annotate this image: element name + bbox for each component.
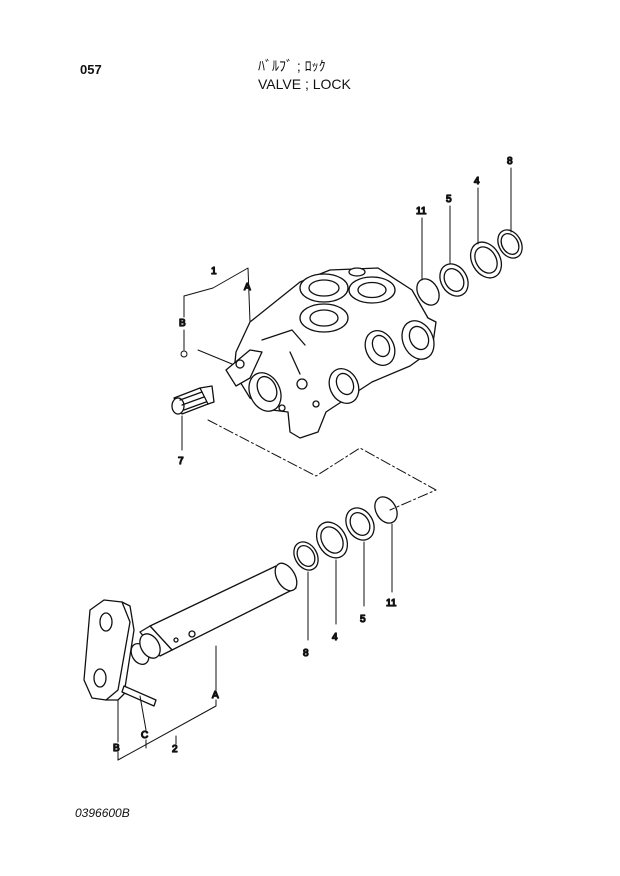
callout-b-top: B xyxy=(179,318,186,329)
lock-pin xyxy=(121,685,157,707)
title-japanese: ﾊﾞﾙﾌﾞ ; ﾛｯｸ xyxy=(258,58,326,74)
ring-5-top xyxy=(439,263,469,297)
valve-body xyxy=(225,267,437,439)
callout-8-top: 8 xyxy=(507,156,513,167)
spool-shaft xyxy=(130,562,298,665)
assembly-line xyxy=(207,419,437,511)
callout-4-top: 4 xyxy=(474,176,480,187)
callout-1-leader xyxy=(180,267,251,365)
callout-1: 1 xyxy=(211,266,217,277)
ring-4-top xyxy=(469,241,503,279)
callout-a-top: A xyxy=(244,282,251,293)
callout-8-bottom: 8 xyxy=(303,648,309,659)
callout-11-bottom: 11 xyxy=(386,598,397,609)
lock-plate xyxy=(83,599,135,701)
callout-5-top: 5 xyxy=(446,194,452,205)
callout-a-bottom: A xyxy=(212,690,219,701)
oring-top xyxy=(416,278,440,306)
callout-b-bottom: B xyxy=(113,743,120,754)
callout-7: 7 xyxy=(178,456,184,467)
callout-2: 2 xyxy=(172,744,178,755)
plug-fitting xyxy=(171,385,215,415)
callout-4-bottom: 4 xyxy=(332,632,338,643)
drawing-number: 0396600B xyxy=(75,806,130,820)
title-english: VALVE ; LOCK xyxy=(258,76,351,92)
callout-11-top: 11 xyxy=(416,206,427,217)
ring-4-bottom xyxy=(315,521,349,559)
oring-bottom xyxy=(374,496,398,524)
callout-c: C xyxy=(141,730,148,741)
snap-ring-top xyxy=(497,229,523,259)
ring-5-bottom xyxy=(345,507,375,541)
snap-ring-bottom xyxy=(293,541,319,571)
page-number: 057 xyxy=(80,62,102,77)
callout-5-bottom: 5 xyxy=(360,614,366,625)
